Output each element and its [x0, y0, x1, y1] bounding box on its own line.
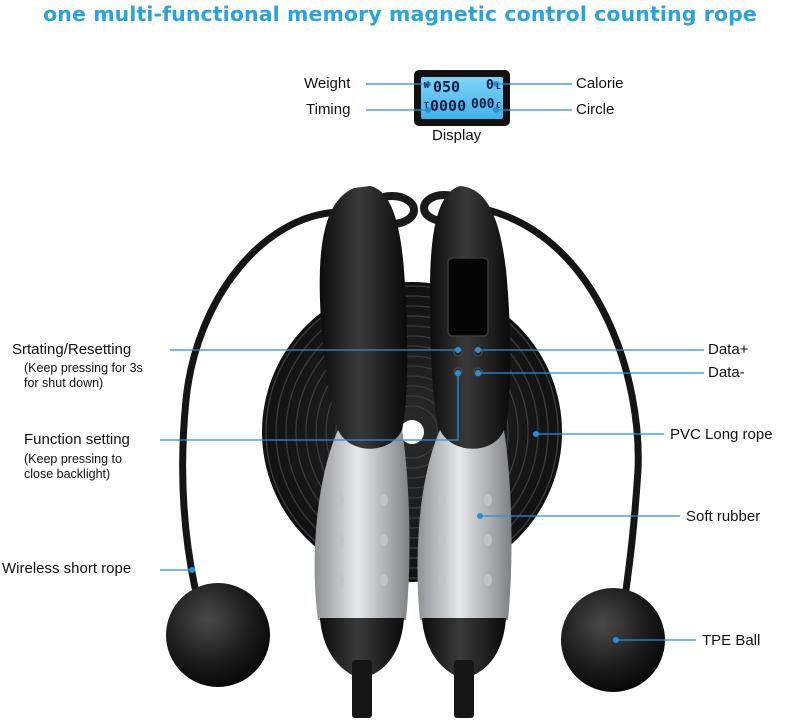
label-data-plus: Data+: [708, 341, 749, 358]
lcd-w-marker: W: [424, 81, 429, 90]
note-starting-line1: (Keep pressing for 3s: [24, 361, 143, 375]
label-display: Display: [432, 127, 482, 144]
label-circle: Circle: [576, 101, 615, 118]
tpe-ball-left: [166, 583, 270, 687]
lcd-circle-value: 000: [471, 97, 495, 112]
lcd-weight-value: 050: [433, 78, 461, 96]
label-data-minus: Data-: [708, 364, 745, 381]
leader-lines: [160, 80, 704, 644]
label-calorie: Calorie: [576, 75, 624, 92]
page-title: one multi-functional memory magnetic con…: [43, 2, 757, 26]
lcd-display: [414, 70, 510, 126]
note-function-line2: close backlight): [24, 467, 111, 481]
note-starting-line2: for shut down): [24, 376, 104, 390]
coiled-rope: [262, 282, 562, 582]
note-function-line1: (Keep pressing to: [24, 452, 122, 466]
grip-dots: [336, 494, 492, 586]
lcd-calorie-unit: L: [496, 82, 501, 91]
left-handle: [314, 186, 418, 718]
right-handle: [417, 186, 512, 718]
long-rope: [179, 208, 342, 592]
label-soft-rubber: Soft rubber: [686, 508, 761, 525]
long-rope-right: [484, 206, 642, 594]
lcd-calorie-value: 0: [486, 78, 494, 93]
label-wireless-short-rope: Wireless short rope: [2, 560, 132, 577]
label-weight: Weight: [304, 75, 351, 92]
label-starting-resetting: Srtating/Resetting: [12, 341, 132, 358]
label-function-setting: Function setting: [24, 431, 130, 448]
lcd-circle-unit: C: [496, 101, 501, 110]
label-pvc-long-rope: PVC Long rope: [670, 426, 773, 443]
label-timing: Timing: [306, 101, 351, 118]
lcd-t-marker: T: [424, 101, 429, 110]
label-tpe-ball: TPE Ball: [702, 632, 761, 649]
lcd-timing-value: 0000: [430, 97, 467, 115]
